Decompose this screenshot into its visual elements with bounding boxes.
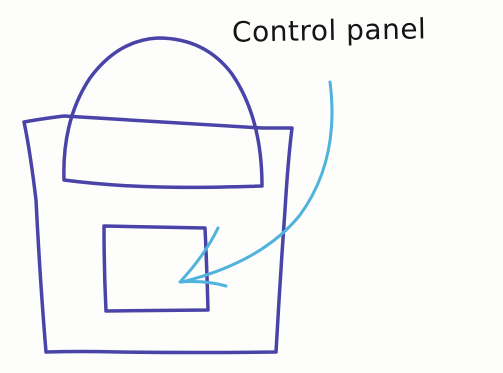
pointer-arrow-head — [178, 226, 228, 288]
device-dome-outline — [62, 36, 264, 190]
control-panel-label: Control panel — [231, 12, 427, 49]
pointer-arrow-shaft — [180, 80, 334, 284]
device-body-outline — [22, 114, 294, 355]
